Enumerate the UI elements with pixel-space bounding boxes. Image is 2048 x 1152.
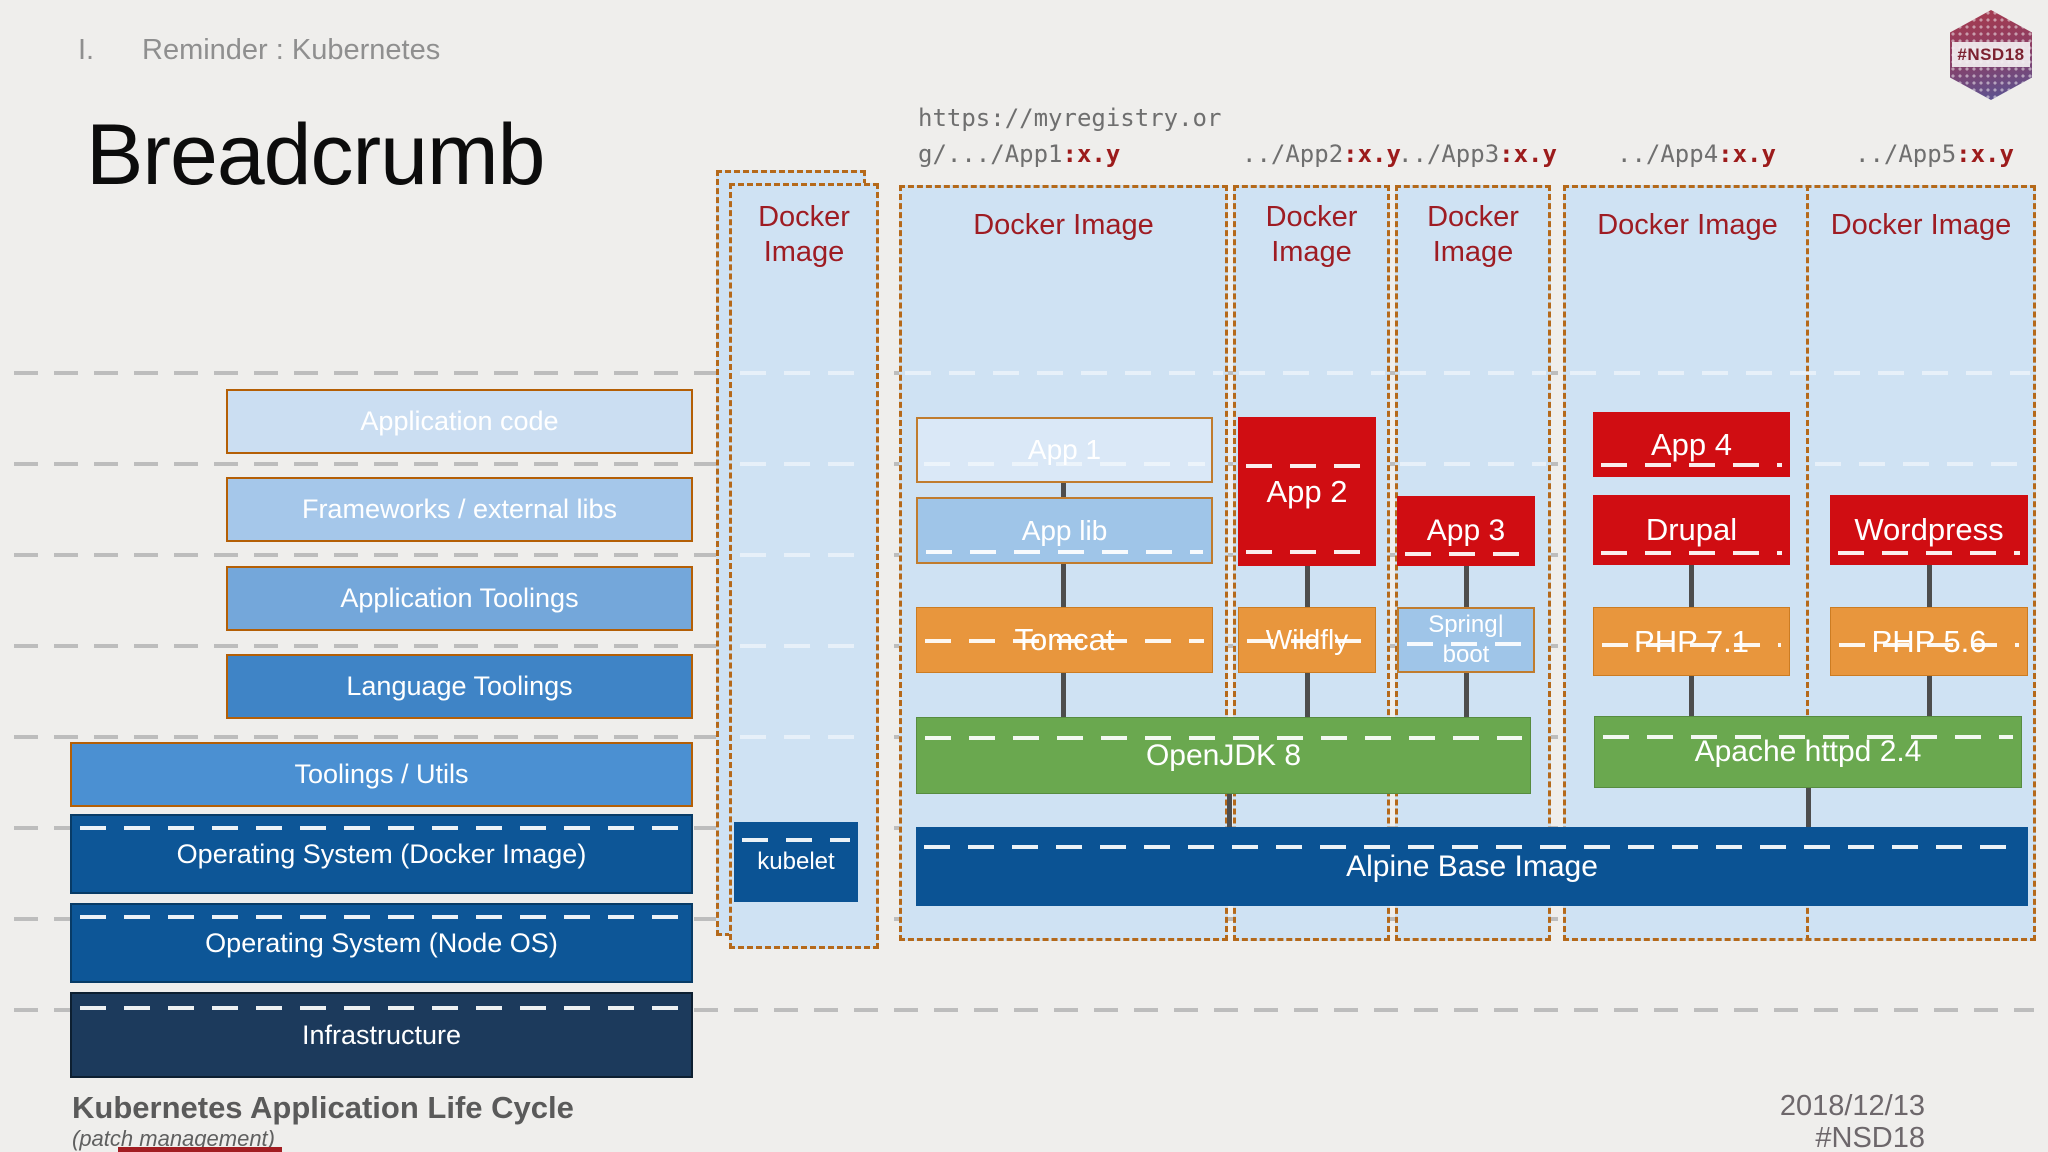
dashed-line <box>80 826 683 830</box>
box-tomcat: Tomcat <box>916 607 1213 673</box>
box-springboot: Spring|boot <box>1397 607 1535 673</box>
faint-line <box>905 371 1223 375</box>
registry-url-line2-path: g/.../App1 <box>918 140 1063 168</box>
box-wordpress: Wordpress <box>1830 495 2028 565</box>
faint-line <box>740 371 868 375</box>
box-kubelet: kubelet <box>734 822 858 902</box>
dashed-line <box>742 838 850 842</box>
registry-label-app2: ../App2:x.y <box>1242 140 1401 168</box>
registry-url-line1: https://myregistry.or <box>918 104 1222 132</box>
dashed-line <box>1247 639 1367 643</box>
registry-label-app4: ../App4:x.y <box>1617 140 1776 168</box>
box-app1: App 1 <box>916 417 1213 483</box>
dashed-line <box>925 639 1204 643</box>
connector <box>1061 483 1066 499</box>
dashed-line <box>80 1006 683 1010</box>
dashed-line <box>80 915 683 919</box>
connector <box>1927 674 1932 718</box>
faint-line <box>740 462 868 466</box>
dashed-line <box>1246 464 1368 468</box>
layer-application-code: Application code <box>226 389 693 454</box>
connector <box>1305 671 1310 719</box>
slide-progress-bar <box>118 1147 282 1152</box>
layer-language-toolings: Language Toolings <box>226 654 693 719</box>
docker-image-title-2: Docker Image <box>973 209 1154 241</box>
page-title: Breadcrumb <box>86 107 545 203</box>
layer-os-node-os: Operating System (Node OS) <box>70 903 693 983</box>
footer-hashtag: #NSD18 <box>1815 1122 1925 1152</box>
layer-toolings-utils: Toolings / Utils <box>70 742 693 807</box>
registry-label-app3: ../App3:x.y <box>1398 140 1557 168</box>
bar-alpine: Alpine Base Image <box>916 827 2028 906</box>
layer-infrastructure: Infrastructure <box>70 992 693 1078</box>
dashed-line <box>1601 463 1782 467</box>
registry-url-line2-tag: :x.y <box>1062 140 1121 168</box>
dashed-line <box>1405 552 1527 556</box>
bar-apache: Apache httpd 2.4 <box>1594 716 2022 788</box>
box-app3: App 3 <box>1397 496 1535 566</box>
docker-image-title-3: Docker Image <box>1265 201 1358 268</box>
dashed-line <box>926 550 1203 554</box>
faint-line <box>1239 371 1385 375</box>
faint-line <box>1570 371 2030 375</box>
connector <box>1806 786 1811 829</box>
dashed-line <box>924 845 2020 849</box>
dashed-line <box>1602 643 1781 647</box>
connector <box>1689 674 1694 718</box>
registry-label-app5: ../App5:x.y <box>1855 140 2014 168</box>
box-drupal: Drupal <box>1593 495 1790 565</box>
layer-separator-line <box>14 1008 2034 1012</box>
bar-openjdk: OpenJDK 8 <box>916 717 1531 794</box>
faint-line <box>740 553 868 557</box>
layer-os-docker-image: Operating System (Docker Image) <box>70 814 693 894</box>
layer-application-toolings: Application Toolings <box>226 566 693 631</box>
box-php71: PHP 7.1 <box>1593 607 1790 676</box>
nsd18-logo-text: #NSD18 <box>1952 42 2030 67</box>
docker-column-1 <box>729 183 879 949</box>
docker-image-title-5: Docker Image <box>1597 209 1778 241</box>
dashed-line <box>1246 550 1368 554</box>
box-applib: App lib <box>916 497 1213 564</box>
docker-image-title-1: Docker Image <box>758 201 850 268</box>
section-number: I. <box>78 34 95 66</box>
dashed-line <box>1603 735 2013 739</box>
connector <box>1927 563 1932 609</box>
connector <box>1689 563 1694 609</box>
faint-line <box>1815 462 2030 466</box>
column-divider <box>1806 185 1809 941</box>
footer-subtitle: (patch management) <box>72 1126 275 1151</box>
faint-line <box>740 644 868 648</box>
box-app2: App 2 <box>1238 417 1376 566</box>
nsd18-logo: #NSD18 <box>1950 10 2032 100</box>
docker-image-title-4: Docker Image <box>1427 201 1519 268</box>
box-php56: PHP 5.6 <box>1830 607 2028 676</box>
dashed-line <box>925 736 1522 740</box>
box-wildfly: Wildfly <box>1238 607 1376 673</box>
box-app4: App 4 <box>1593 412 1790 477</box>
faint-line <box>740 735 868 739</box>
dashed-line <box>924 462 1205 466</box>
footer-title: Kubernetes Application Life Cycle <box>72 1090 574 1125</box>
connector <box>1061 671 1066 719</box>
connector <box>1464 671 1469 719</box>
connector <box>1061 562 1066 609</box>
section-title: Reminder : Kubernetes <box>142 34 441 66</box>
footer-date: 2018/12/13 <box>1779 1090 1925 1122</box>
dashed-line <box>1601 551 1782 555</box>
dashed-line <box>1407 642 1525 646</box>
connector <box>1227 792 1232 829</box>
dashed-line <box>1839 643 2019 647</box>
docker-image-title-6: Docker Image <box>1830 209 2012 241</box>
faint-line <box>1400 371 1546 375</box>
dashed-line <box>1838 551 2020 555</box>
connector <box>1305 564 1310 609</box>
registry-url-line2: g/.../App1:x.y <box>918 140 1120 168</box>
layer-frameworks: Frameworks / external libs <box>226 477 693 542</box>
connector <box>1464 564 1469 609</box>
faint-line <box>1400 462 1546 466</box>
